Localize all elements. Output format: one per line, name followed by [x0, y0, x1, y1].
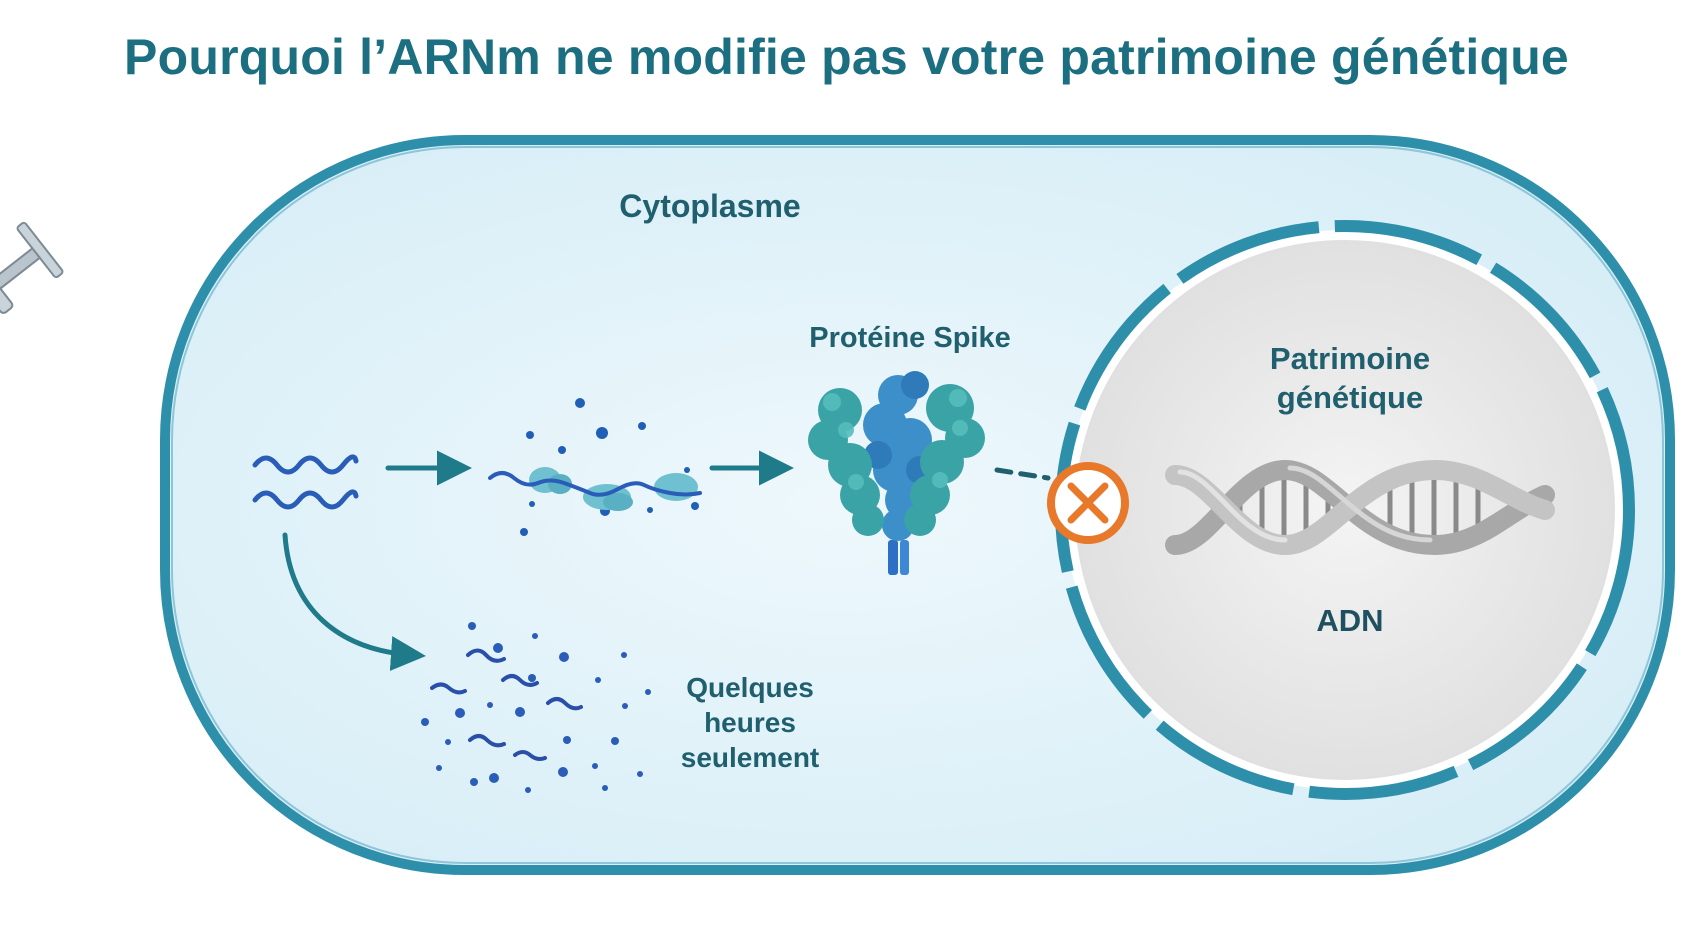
degraded-mrna-icon — [421, 622, 651, 793]
arrow-to-degradation — [282, 532, 426, 671]
dna-label: ADN — [1316, 603, 1384, 638]
genetic-heritage-line1: Patrimoine — [1269, 341, 1431, 376]
cell-membrane-inner — [171, 146, 1664, 864]
ribosome-icon — [488, 398, 702, 536]
duration-line2: heures — [704, 707, 796, 738]
duration-label: Quelques heures seulement — [660, 670, 840, 775]
page-title: Pourquoi l’ARNm ne modifie pas votre pat… — [124, 29, 1569, 85]
syringe-icon — [0, 221, 64, 314]
flow-arrows — [282, 450, 1051, 671]
duration-line1: Quelques — [686, 672, 814, 703]
spike-protein-icon — [808, 371, 985, 575]
dashed-blocked-path — [994, 467, 1051, 481]
genetic-heritage-label: Patrimoine génétique — [1220, 340, 1480, 418]
mrna-strand-icon — [252, 454, 359, 510]
genetic-heritage-line2: génétique — [1276, 379, 1424, 415]
dna-helix-icon — [1165, 459, 1555, 556]
duration-line3: seulement — [680, 742, 820, 773]
spike-protein-label: Protéine Spike — [809, 322, 1011, 354]
cytoplasm-label: Cytoplasme — [619, 188, 801, 224]
block-x-icon — [1047, 462, 1129, 544]
